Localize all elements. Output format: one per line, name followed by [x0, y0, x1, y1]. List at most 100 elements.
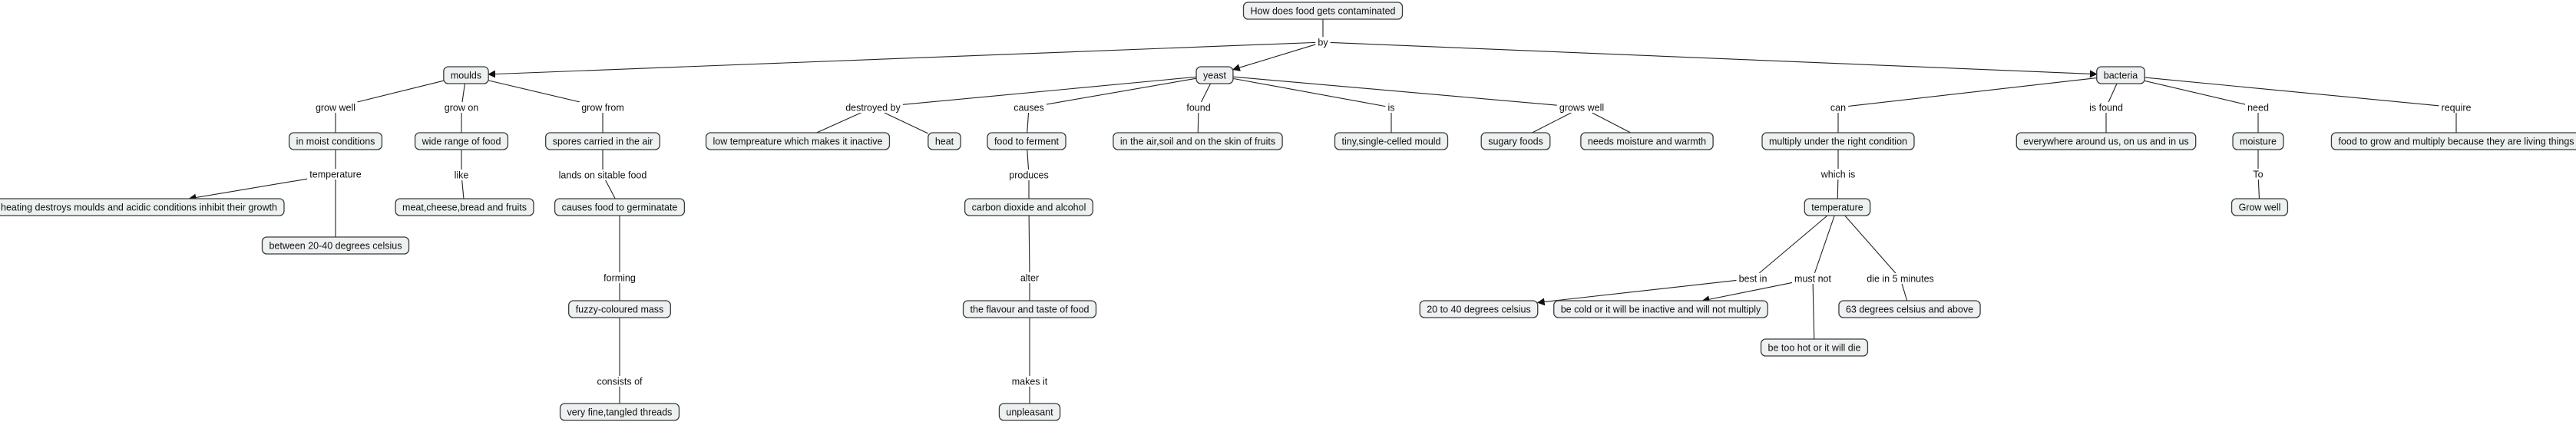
connector-line: [1814, 215, 1835, 274]
link-label-bg: [1385, 102, 1397, 113]
concept-node-ferment[interactable]: food to ferment: [987, 132, 1066, 150]
link-label-causes: causes: [1014, 102, 1044, 113]
connector-line: [1027, 149, 1030, 170]
concept-node-cold[interactable]: be cold or it will be inactive and will …: [1553, 300, 1768, 318]
concept-node-temperature_b[interactable]: temperature: [1804, 198, 1871, 216]
link-label-bg: [1827, 102, 1849, 113]
link-label-produces: produces: [1009, 170, 1048, 180]
concept-node-heat[interactable]: heat: [928, 132, 961, 150]
concept-box: [1195, 66, 1234, 84]
connector-line: [1232, 44, 1316, 71]
concept-box: [0, 198, 285, 216]
concept-box: [2096, 66, 2145, 84]
concept-box: [705, 132, 891, 150]
concept-node-between2040[interactable]: between 20-40 degrees celsius: [261, 236, 410, 255]
concept-node-moulds[interactable]: moulds: [443, 66, 489, 84]
concept-node-63deg[interactable]: 63 degrees celsius and above: [1838, 300, 1981, 318]
concept-text: in moist conditions: [296, 136, 375, 147]
concept-box: [1838, 300, 1981, 318]
concept-node-multiply[interactable]: multiply under the right condition: [1761, 132, 1915, 150]
concept-text: spores carried in the air: [553, 136, 653, 147]
concept-box: [2232, 132, 2284, 150]
concept-node-foodgrow[interactable]: food to grow and multiply because they a…: [2330, 132, 2576, 150]
concept-text: food to grow and multiply because they a…: [2338, 136, 2574, 147]
concept-node-tiny[interactable]: tiny,single-celled mould: [1334, 132, 1449, 150]
link-label-bg: [1556, 102, 1607, 113]
concept-text: moulds: [451, 70, 481, 81]
concept-box: [1419, 300, 1539, 318]
concept-text: the flavour and taste of food: [971, 304, 1090, 315]
concept-node-yeast[interactable]: yeast: [1195, 66, 1234, 84]
concept-box: [1580, 132, 1714, 150]
link-label-bg: [843, 102, 903, 113]
connector-line: [1536, 279, 1737, 306]
concept-text: sugary foods: [1488, 136, 1543, 147]
concept-node-fuzzy[interactable]: fuzzy-coloured mass: [568, 300, 671, 318]
link-label-die_in: die in 5 minutes: [1867, 273, 1934, 284]
concept-box: [545, 132, 660, 150]
link-label-grows_well: grows well: [1559, 102, 1604, 113]
concept-node-root[interactable]: How does food gets contaminated: [1242, 2, 1404, 20]
connector-line: [902, 76, 1197, 105]
concept-node-heating[interactable]: heating destroys moulds and acidic condi…: [0, 198, 285, 216]
concept-node-moist[interactable]: in moist conditions: [288, 132, 383, 150]
link-label-grow_on: grow on: [445, 102, 479, 113]
link-label-bg: [2245, 102, 2271, 113]
concept-node-germinate[interactable]: causes food to germinatate: [554, 198, 686, 216]
link-label-bg: [1011, 102, 1047, 113]
link-label-bg: [1818, 169, 1858, 180]
concept-node-widerange[interactable]: wide range of food: [414, 132, 509, 150]
link-label-consists_of: consists of: [597, 376, 643, 387]
concept-node-unpleasant[interactable]: unpleasant: [998, 403, 1061, 421]
concept-node-moisture[interactable]: moisture: [2232, 132, 2284, 150]
connector-line: [1812, 283, 1815, 340]
concept-box: [928, 132, 961, 150]
concept-text: carbon dioxide and alcohol: [972, 202, 1086, 212]
connector-line: [1837, 179, 1839, 199]
concept-text: tiny,single-celled mould: [1342, 136, 1441, 147]
concept-node-lowtemp[interactable]: low tempreature which makes it inactive: [705, 132, 891, 150]
concept-node-co2[interactable]: carbon dioxide and alcohol: [964, 198, 1094, 216]
connector-line: [1201, 83, 1211, 103]
concept-node-bacteria[interactable]: bacteria: [2096, 66, 2145, 84]
concept-box: [1113, 132, 1283, 150]
concept-box: [964, 198, 1094, 216]
concept-text: moisture: [2240, 136, 2277, 147]
connector-line: [1901, 283, 1908, 301]
concept-box: [998, 403, 1061, 421]
concept-text: low tempreature which makes it inactive: [713, 136, 883, 147]
concept-text: be cold or it will be inactive and will …: [1561, 304, 1761, 315]
concept-node-spores[interactable]: spores carried in the air: [545, 132, 660, 150]
concept-node-everywhere[interactable]: everywhere around us, on us and in us: [2015, 132, 2197, 150]
connector-line: [1330, 41, 2098, 78]
link-label-is: is: [1387, 102, 1394, 113]
connector-line: [1232, 77, 1386, 107]
link-label-by: by: [1318, 37, 1328, 48]
link-label-which_is: which is: [1820, 169, 1855, 180]
concept-box: [2230, 198, 2289, 216]
concept-node-sugary[interactable]: sugary foods: [1480, 132, 1551, 150]
concept-node-flavour[interactable]: the flavour and taste of food: [962, 300, 1097, 318]
concept-text: food to ferment: [994, 136, 1060, 147]
concept-text: unpleasant: [1006, 407, 1053, 417]
concept-text: causes food to germinatate: [562, 202, 678, 212]
connector-line: [1532, 112, 1572, 133]
concept-text: temperature: [1811, 202, 1863, 212]
connector-line: [2144, 77, 2439, 107]
concept-box: [395, 198, 534, 216]
concept-box: [554, 198, 686, 216]
connector-line: [1701, 282, 1793, 304]
concept-text: fuzzy-coloured mass: [576, 304, 664, 315]
concept-node-inair[interactable]: in the air,soil and on the skin of fruit…: [1113, 132, 1283, 150]
concept-node-growwell_node[interactable]: Grow well: [2230, 198, 2289, 216]
concept-node-t2040[interactable]: 20 to 40 degrees celsius: [1419, 300, 1539, 318]
link-label-makes_it: makes it: [1012, 376, 1048, 387]
link-label-bg: [1315, 37, 1331, 48]
concept-node-threads[interactable]: very fine,tangled threads: [559, 403, 680, 421]
concept-node-moisture_warmth[interactable]: needs moisture and warmth: [1580, 132, 1714, 150]
concept-node-hot[interactable]: be too hot or it will die: [1760, 338, 1869, 357]
link-label-bg: [312, 102, 359, 113]
link-label-forming: forming: [603, 272, 636, 283]
concept-node-meat[interactable]: meat,cheese,bread and fruits: [395, 198, 534, 216]
